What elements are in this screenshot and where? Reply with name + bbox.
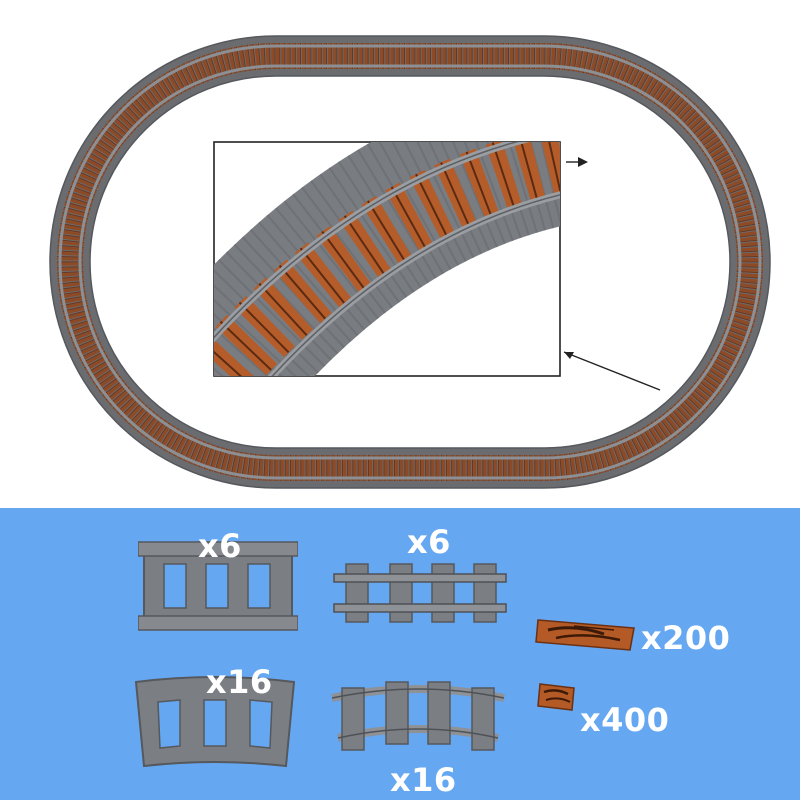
- curved-base-quantity: x16: [206, 663, 273, 701]
- callout-pointer: [563, 157, 661, 391]
- tile-1x2-quantity: x400: [580, 701, 670, 739]
- tile-1x4-quantity: x200: [641, 619, 731, 657]
- curved-rail-icon: [331, 681, 505, 751]
- parts-list-panel: x6 x6 x16 x16: [0, 508, 800, 800]
- straight-base-plate-icon: [138, 541, 298, 631]
- straight-base-quantity: x6: [198, 527, 242, 565]
- wood-tile-1x4-icon: [535, 619, 635, 651]
- straight-rail-quantity: x6: [407, 523, 451, 561]
- curved-base-plate-icon: [134, 676, 296, 768]
- wood-tile-1x2-icon: [537, 683, 575, 711]
- zoom-inset: [213, 141, 561, 377]
- track-photo-area: [49, 35, 771, 489]
- oval-track: [49, 35, 771, 489]
- straight-rail-icon: [333, 563, 507, 623]
- curved-rail-quantity: x16: [390, 761, 457, 799]
- oval-track-illustration: [49, 35, 771, 489]
